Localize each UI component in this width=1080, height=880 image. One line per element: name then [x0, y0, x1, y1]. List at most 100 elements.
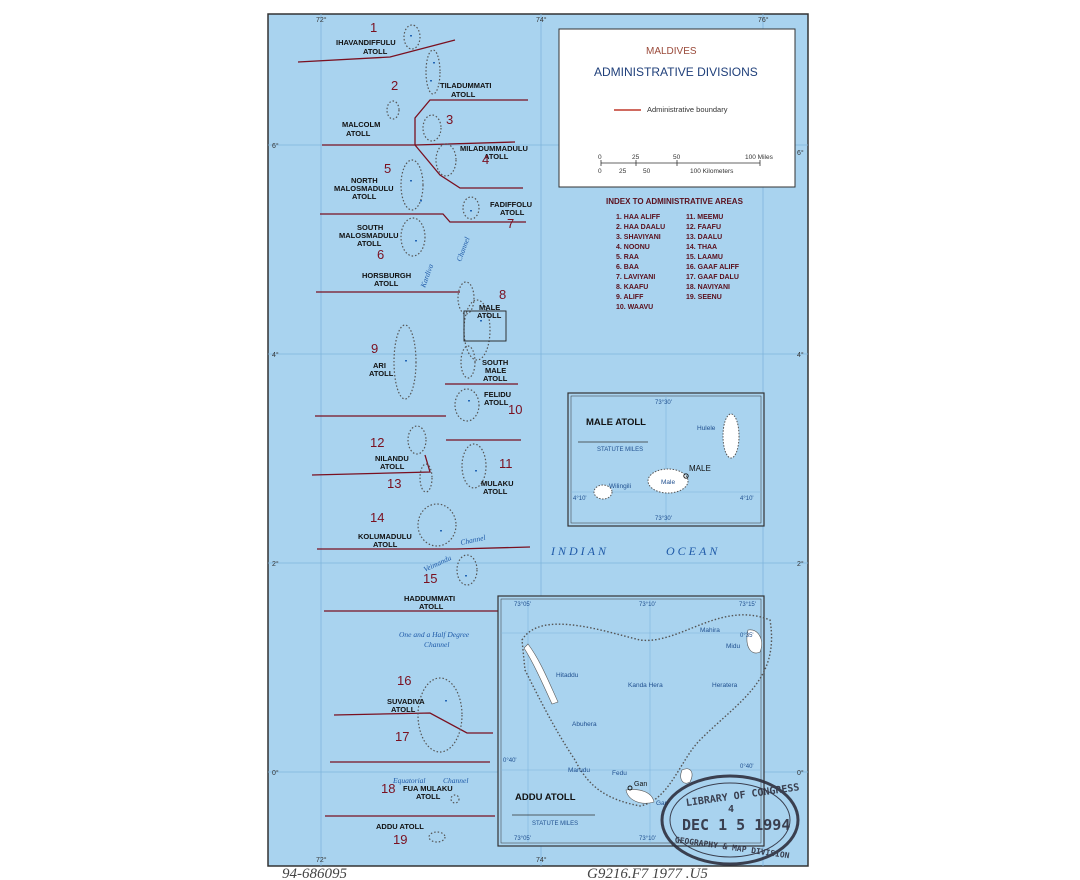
grid-right-2: 2°: [797, 560, 804, 568]
male-inset-right-coord: 4°10': [740, 496, 754, 502]
index-entry: 14. THAA: [686, 244, 717, 251]
male-atoll-inset: MALE ATOLL 73°30' 73°30' 4°10' 4°10' STA…: [567, 392, 765, 527]
atoll-label-north-malosmadulu-3: ATOLL: [352, 192, 377, 201]
index-entry: 11. MEEMU: [686, 214, 723, 221]
atoll-label-addu: ADDU ATOLL: [376, 822, 424, 831]
division-number-1: 1: [370, 20, 377, 35]
atoll-reefs: [386, 24, 491, 843]
atoll-label-south-male-2: MALE: [485, 366, 506, 375]
atoll-label-ari: ARI: [373, 361, 386, 370]
division-number-5: 5: [384, 161, 391, 176]
division-number-16: 16: [397, 673, 411, 688]
male-city-marker: [683, 473, 689, 479]
division-number-7: 7: [507, 216, 514, 231]
addu-top-coord-1: 73°05': [514, 602, 531, 608]
addu-bottom-coord-1: 73°05': [514, 836, 531, 842]
scale-miles-25: 25: [632, 154, 640, 161]
atoll-label-horsburgh-2: ATOLL: [374, 279, 399, 288]
addu-inset-scale-label: STATUTE MILES: [532, 821, 578, 827]
atoll-label-ari-2: ATOLL: [369, 369, 394, 378]
atoll-label-malcolm: MALCOLM: [342, 120, 380, 129]
ocean-label-ocean: OCEAN: [666, 544, 720, 558]
index-entry: 6. BAA: [616, 264, 639, 271]
grid-left-0: 0°: [272, 769, 279, 777]
grid-right-4: 4°: [797, 351, 804, 359]
stamp-line-2: 4: [728, 804, 734, 815]
channel-one-half-degree-2: Channel: [424, 640, 449, 649]
division-number-2: 2: [391, 78, 398, 93]
grid-left-4: 4°: [272, 351, 279, 359]
map-title-line1: MALDIVES: [646, 46, 697, 57]
atoll-label-felidu: FELIDU: [484, 390, 511, 399]
island-midu: [746, 629, 762, 654]
division-number-12: 12: [370, 435, 384, 450]
scale-km-0: 0: [598, 168, 602, 175]
place-gan-island: Gan: [656, 800, 669, 807]
atoll-label-ihavandiffulu-2: ATOLL: [363, 47, 388, 56]
male-inset-scale-label: STATUTE MILES: [597, 447, 643, 453]
catalog-number-left: 94-686095: [282, 866, 347, 880]
atoll-label-south-malosmadulu-3: ATOLL: [357, 239, 382, 248]
gan-marker: [627, 785, 633, 791]
division-number-13: 13: [387, 476, 401, 491]
index-entry: 5. RAA: [616, 254, 639, 261]
index-entry: 9. ALIFF: [616, 294, 644, 301]
grid-left-6: 6°: [272, 142, 279, 150]
atoll-label-kolumadulu: KOLUMADULU: [358, 532, 412, 541]
index-entry: 13. DAALU: [686, 234, 722, 241]
place-male-city: MALE: [689, 464, 711, 473]
male-inset-indicator: [463, 310, 507, 342]
index-entry: 18. NAVIYANI: [686, 284, 730, 291]
place-kanda-hera: Kanda Hera: [628, 682, 663, 689]
place-fedu: Fedu: [612, 770, 627, 777]
atoll-label-north-malosmadulu-2: MALOSMADULU: [334, 184, 394, 193]
island-hulele: [722, 413, 740, 459]
place-mahira: Mahira: [700, 627, 720, 634]
index-entry: 17. GAAF DALU: [686, 274, 739, 281]
administrative-boundaries: [297, 39, 532, 817]
atoll-label-mulaku: MULAKU: [481, 479, 514, 488]
atoll-label-ihavandiffulu: IHAVANDIFFULU: [336, 38, 396, 47]
legend-box: MALDIVES ADMINISTRATIVE DIVISIONS Admini…: [558, 28, 796, 188]
grid-right-0: 0°: [797, 769, 804, 777]
channel-equatorial-2: Channel: [443, 776, 468, 785]
place-heratera: Heratera: [712, 682, 738, 689]
division-number-8: 8: [499, 287, 506, 302]
grid-right-6: 6°: [797, 149, 804, 157]
scale-miles-50: 50: [673, 154, 681, 161]
place-midu: Midu: [726, 643, 740, 650]
division-number-3: 3: [446, 112, 453, 127]
index-entry: 15. LAAMU: [686, 254, 723, 261]
island-specks: [405, 35, 482, 702]
index-title: INDEX TO ADMINISTRATIVE AREAS: [606, 197, 744, 206]
map-title-line2: ADMINISTRATIVE DIVISIONS: [594, 65, 758, 79]
atoll-label-fua-mulaku: FUA MULAKU: [403, 784, 453, 793]
scale-km-50: 50: [643, 168, 651, 175]
island-hitaddu: [523, 643, 559, 705]
atoll-label-miladummadulu-2: ATOLL: [484, 152, 509, 161]
atoll-label-miladummadulu: MILADUMMADULU: [460, 144, 528, 153]
atoll-label-north-malosmadulu: NORTH: [351, 176, 378, 185]
atoll-label-tiladummati-2: ATOLL: [451, 90, 476, 99]
place-wilingili: Wilingili: [609, 483, 631, 490]
atoll-label-south-male: SOUTH: [482, 358, 508, 367]
atoll-label-male-2: ATOLL: [477, 311, 502, 320]
division-number-15: 15: [423, 571, 437, 586]
place-hitaddu: Hitaddu: [556, 672, 579, 679]
atoll-label-south-malosmadulu: SOUTH: [357, 223, 383, 232]
scale-miles-100: 100 Miles: [745, 154, 774, 161]
island-gan: [625, 789, 655, 804]
island-male: [647, 468, 689, 494]
grid-bottom-74: 74°: [536, 856, 547, 864]
island-wilingili: [593, 484, 613, 500]
index-entry: 7. LAVIYANI: [616, 274, 655, 281]
place-hulele: Hulele: [697, 425, 716, 432]
addu-atoll-inset: 73°05' 73°10' 73°15' 73°05' 73°10' 0°40'…: [497, 595, 773, 847]
division-numbers: 1 2 3 4 5 6 7 8 9 10 11 12 13 14 15 16 1…: [370, 20, 522, 847]
atoll-label-suvadiva-2: ATOLL: [391, 705, 416, 714]
addu-top-coord-3: 73°15': [739, 602, 756, 608]
atoll-label-fua-mulaku-2: ATOLL: [416, 792, 441, 801]
island-fedu: [680, 768, 693, 784]
place-abuhera: Abuhera: [572, 721, 597, 728]
scale-miles-0: 0: [598, 154, 602, 161]
